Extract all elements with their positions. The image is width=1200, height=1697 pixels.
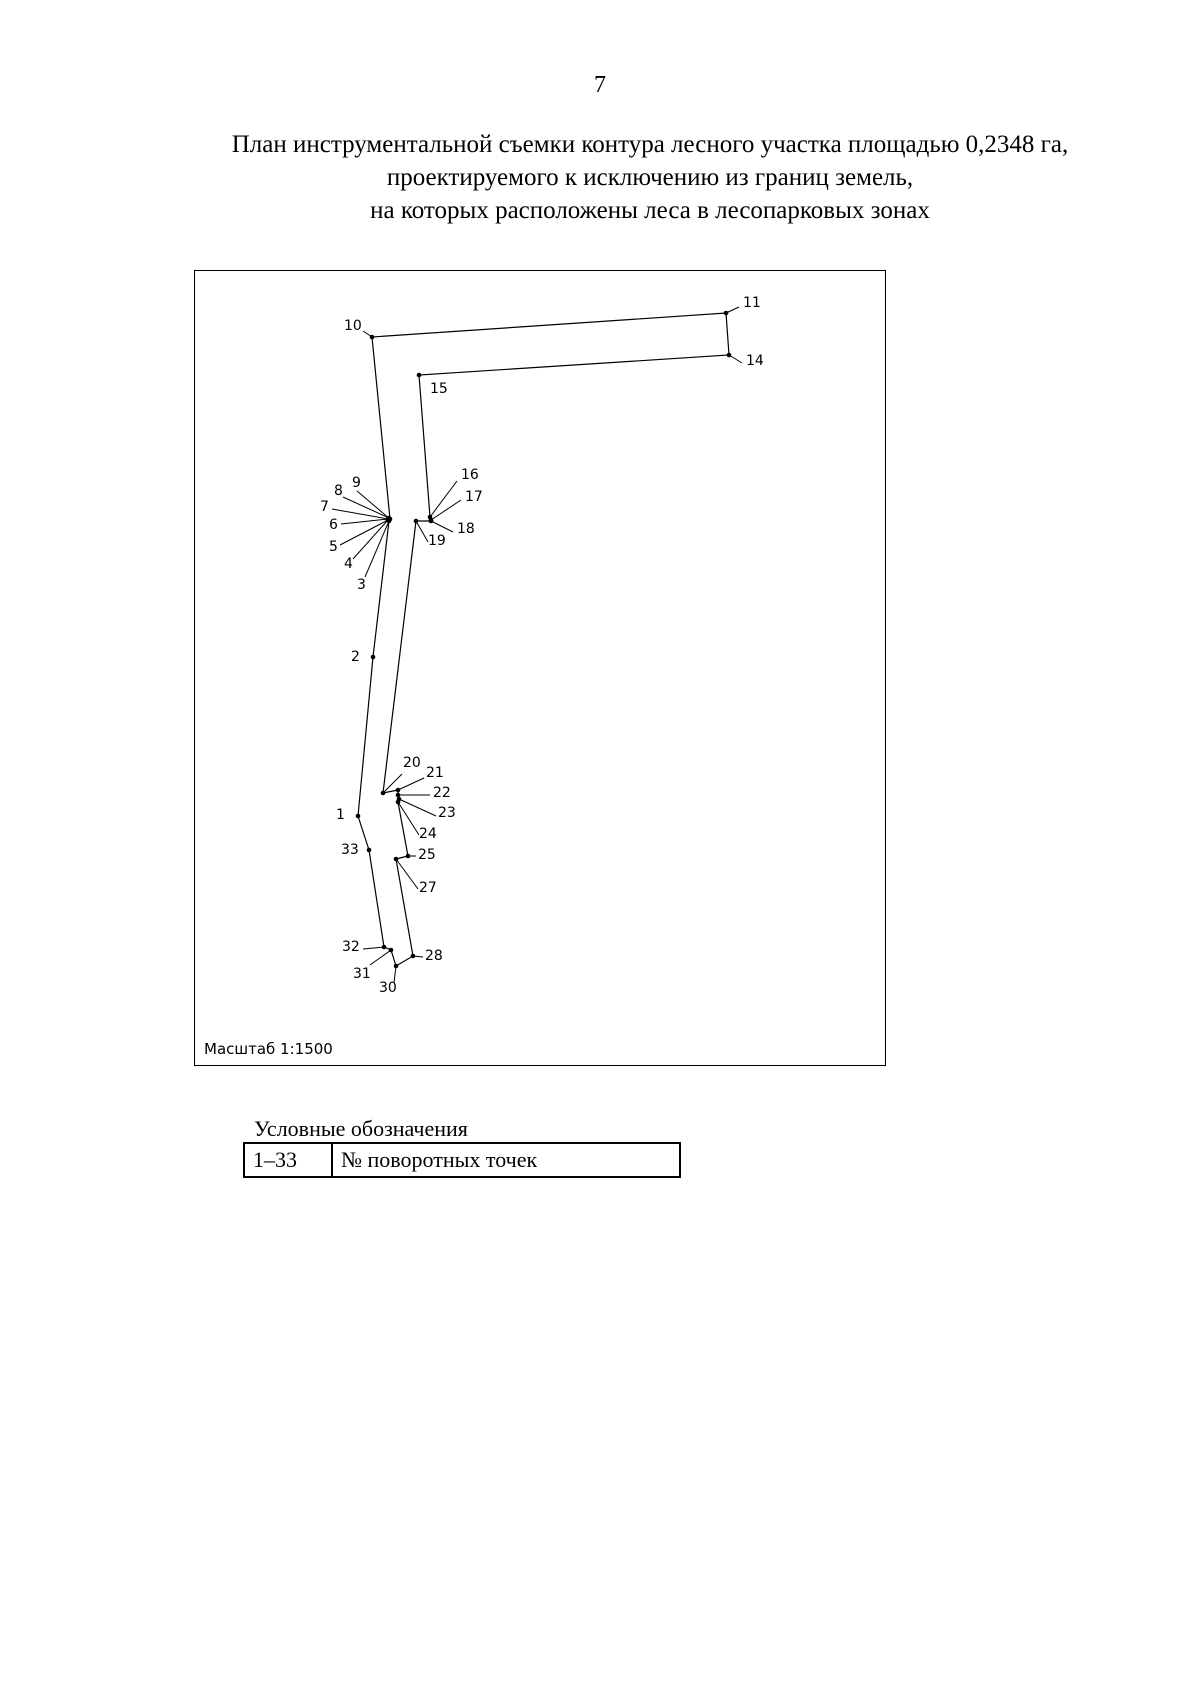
point-label-2: 2 <box>351 649 360 665</box>
point-label-14: 14 <box>746 353 764 369</box>
turning-point-14 <box>726 352 732 358</box>
turning-point-32 <box>381 944 387 950</box>
leader-line-6 <box>340 518 389 525</box>
leader-line-24 <box>397 801 420 836</box>
point-label-4: 4 <box>344 556 353 572</box>
leader-line-21 <box>397 777 425 791</box>
legend-description: № поворотных точек <box>331 1142 681 1178</box>
point-label-8: 8 <box>334 483 343 499</box>
leader-line-23 <box>398 798 437 817</box>
leader-line-8 <box>342 496 390 519</box>
point-label-24: 24 <box>419 826 437 842</box>
turning-point-30 <box>393 963 399 969</box>
turning-point-9 <box>387 516 393 522</box>
turning-point-19 <box>413 518 419 524</box>
leader-line-31 <box>369 949 392 966</box>
point-label-6: 6 <box>329 517 338 533</box>
leader-line-3 <box>364 520 390 578</box>
leader-line-16 <box>429 480 458 518</box>
point-label-1: 1 <box>336 807 345 823</box>
point-label-7: 7 <box>320 499 329 515</box>
title-line-2: проектируемого к исключению из границ зе… <box>386 164 914 191</box>
leader-line-5 <box>339 519 389 546</box>
legend-table: 1–33 № поворотных точек <box>243 1142 681 1178</box>
turning-point-31 <box>388 947 394 953</box>
leader-line-20 <box>382 773 403 794</box>
point-label-30: 30 <box>379 980 397 996</box>
leader-line-27 <box>395 858 419 890</box>
point-label-18: 18 <box>457 521 475 537</box>
point-label-19: 19 <box>428 533 446 549</box>
turning-point-28 <box>410 953 416 959</box>
turning-point-27 <box>393 856 399 862</box>
turning-point-1 <box>355 813 361 819</box>
point-label-20: 20 <box>403 755 421 771</box>
parcel-boundary <box>357 312 730 967</box>
turning-point-22 <box>395 792 401 798</box>
turning-point-11 <box>723 310 729 316</box>
legend-code: 1–33 <box>243 1142 333 1178</box>
leader-line-14 <box>728 354 743 364</box>
point-label-28: 28 <box>425 948 443 964</box>
leader-line-9 <box>356 490 391 520</box>
leader-line-7 <box>331 508 389 520</box>
point-label-32: 32 <box>342 939 360 955</box>
page-title: План инструментальной съемки контура лес… <box>140 128 1160 227</box>
point-label-22: 22 <box>433 785 451 801</box>
turning-point-33 <box>366 847 372 853</box>
point-label-11: 11 <box>743 295 761 311</box>
leader-line-11 <box>725 306 740 314</box>
turning-point-15 <box>416 372 422 378</box>
page-number: 7 <box>594 72 606 98</box>
point-label-25: 25 <box>418 847 436 863</box>
point-label-9: 9 <box>352 475 361 491</box>
point-label-31: 31 <box>353 966 371 982</box>
title-line-3: на которых расположены леса в лесопарков… <box>370 197 930 224</box>
leader-line-18 <box>430 520 454 533</box>
turning-point-25 <box>405 853 411 859</box>
point-label-15: 15 <box>430 381 448 397</box>
turning-point-18 <box>428 518 434 524</box>
point-label-27: 27 <box>419 880 437 896</box>
turning-point-24 <box>395 799 401 805</box>
point-label-23: 23 <box>438 805 456 821</box>
point-label-21: 21 <box>426 765 444 781</box>
legend-title: Условные обозначения <box>254 1116 468 1141</box>
point-label-33: 33 <box>341 842 359 858</box>
turning-point-21 <box>395 787 401 793</box>
point-label-5: 5 <box>329 539 338 555</box>
leader-line-30 <box>393 965 397 984</box>
point-label-10: 10 <box>344 318 362 334</box>
leader-line-19 <box>415 520 429 543</box>
point-label-17: 17 <box>465 489 483 505</box>
title-line-1: План инструментальной съемки контура лес… <box>231 131 1069 158</box>
turning-point-20 <box>380 790 386 796</box>
leader-line-17 <box>430 499 462 521</box>
leader-line-4 <box>352 519 389 560</box>
scale-label: Масштаб 1:1500 <box>204 1040 333 1058</box>
turning-point-2 <box>370 654 376 660</box>
point-label-3: 3 <box>357 577 366 593</box>
leader-line-32 <box>362 946 385 950</box>
turning-point-10 <box>369 334 375 340</box>
legend-row: 1–33 № поворотных точек <box>243 1142 681 1178</box>
point-label-16: 16 <box>461 467 479 483</box>
